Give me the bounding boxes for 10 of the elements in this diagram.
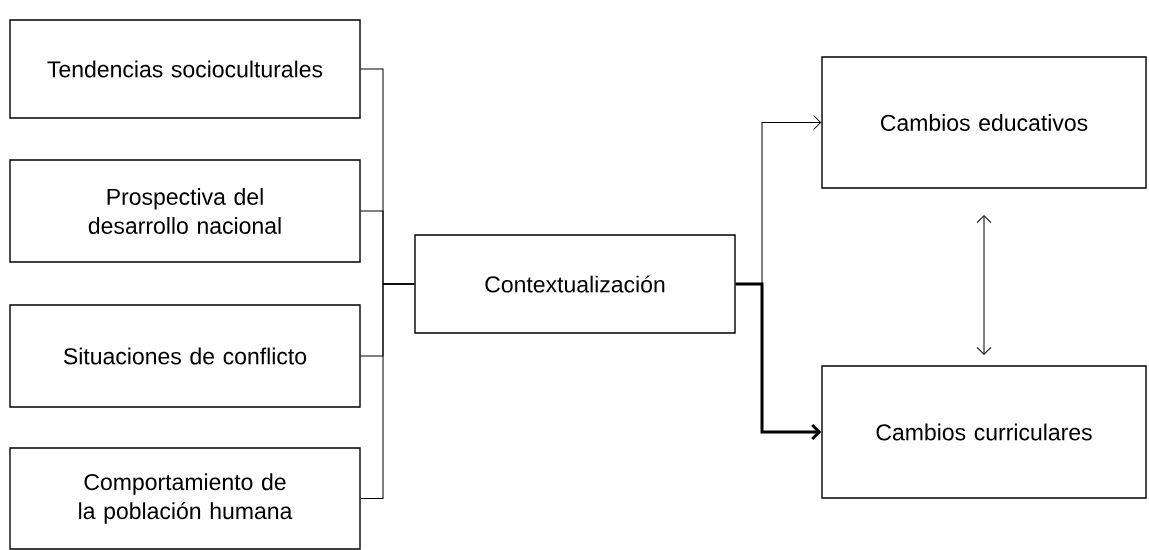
process-box: Situaciones de conflicto [9, 304, 361, 408]
process-box: Comportamiento de la población humana [9, 447, 361, 550]
process-box: Cambios educativos [821, 56, 1147, 189]
arrow [735, 282, 822, 441]
connector-line [360, 283, 415, 499]
process-box: Tendencias socioculturales [9, 19, 361, 119]
double-arrow [976, 215, 992, 355]
process-box: Contextualización [414, 234, 736, 334]
process-box: Prospectiva del desarrollo nacional [9, 159, 361, 263]
process-box: Cambios curriculares [821, 365, 1147, 499]
